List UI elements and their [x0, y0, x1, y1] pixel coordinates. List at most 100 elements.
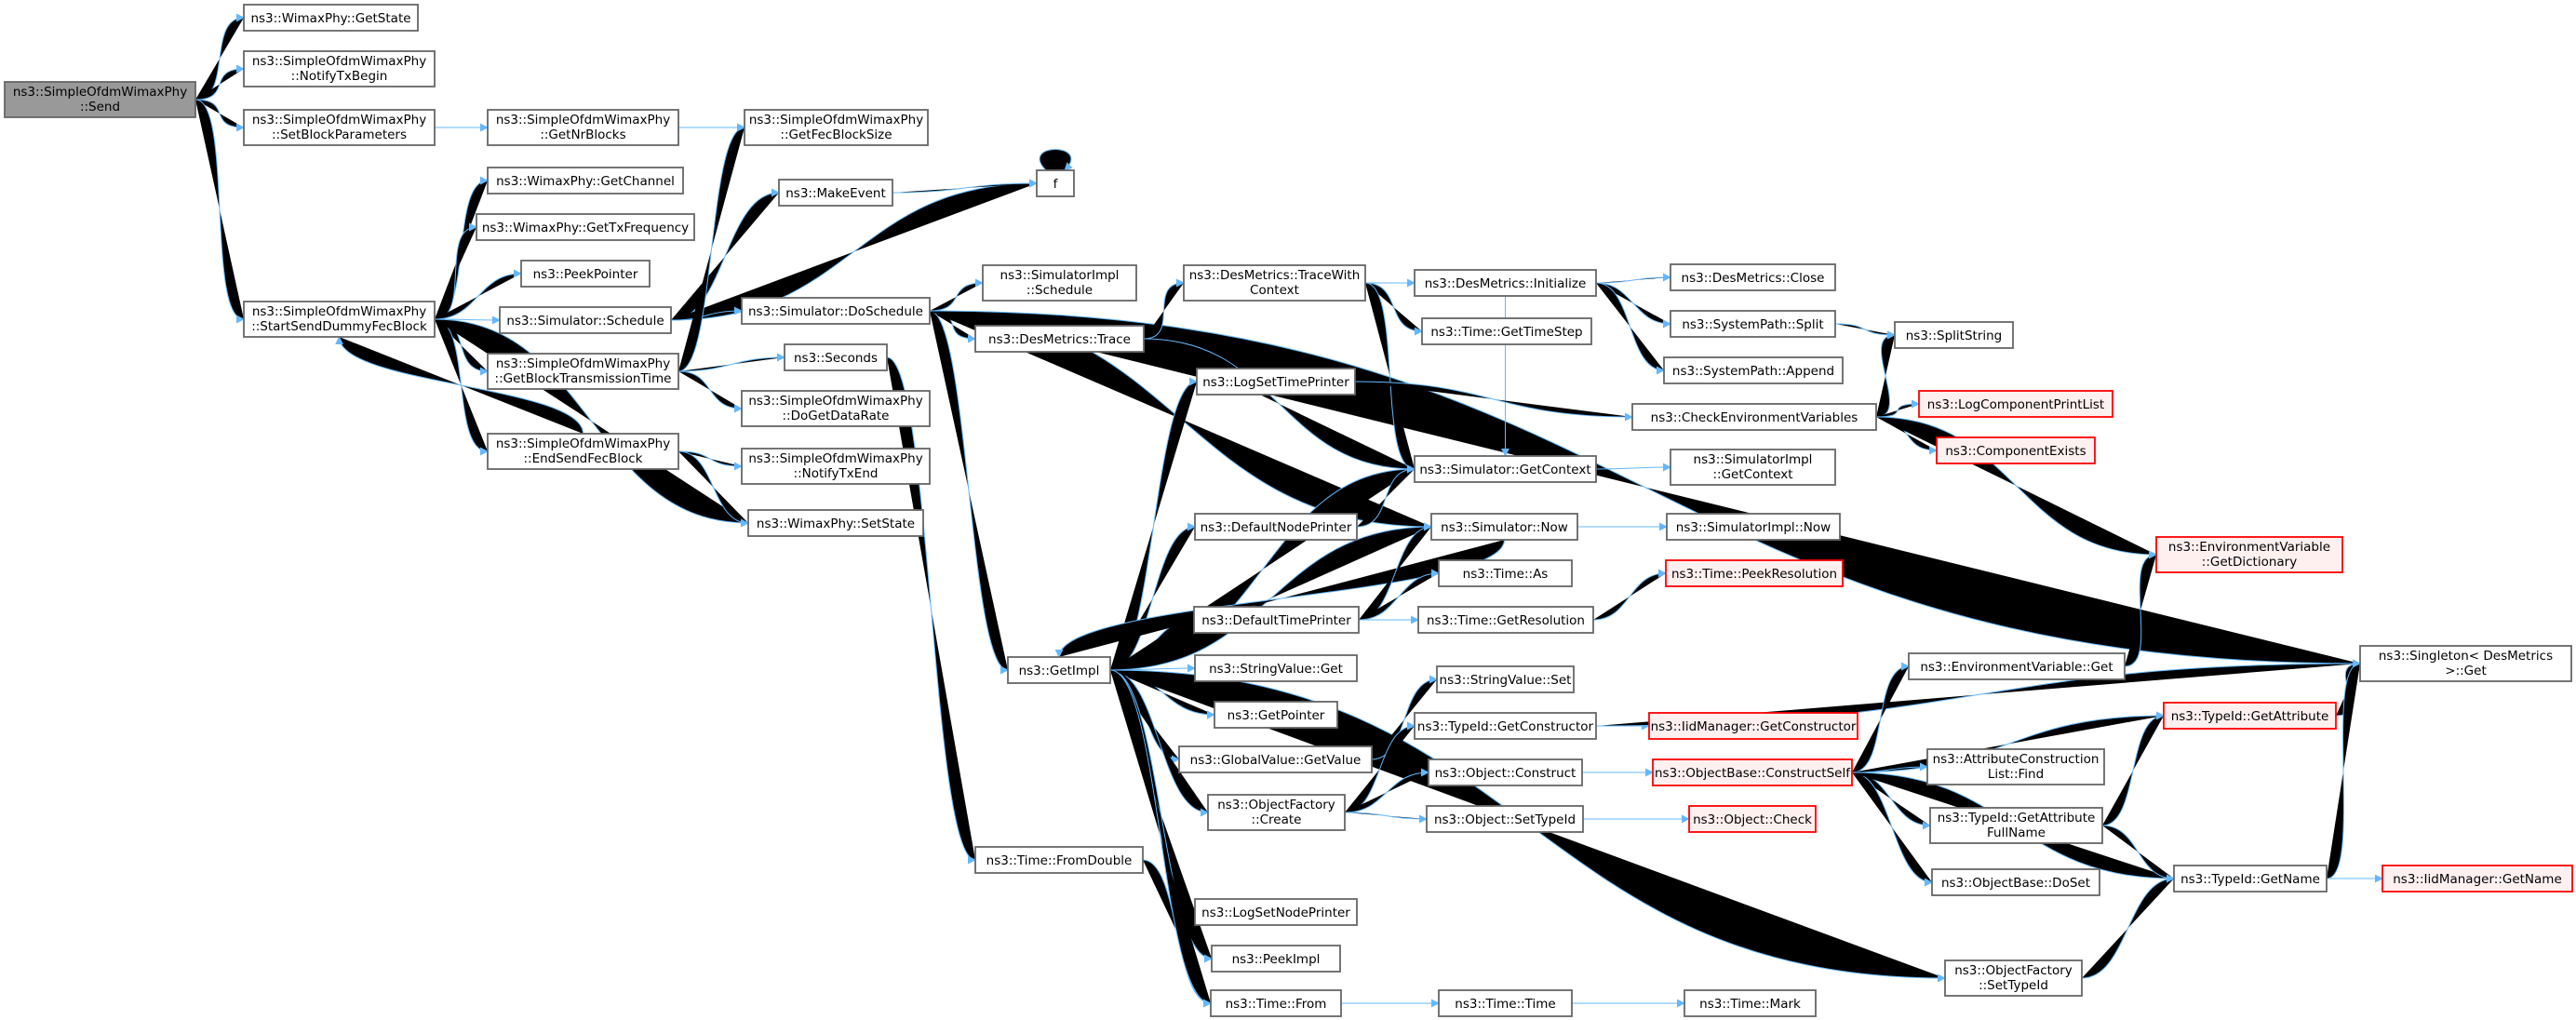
node-timeas[interactable]: ns3::Time::As: [1438, 559, 1573, 587]
node-objectfactorysettypeid[interactable]: ns3::ObjectFactory::SetTypeId: [1944, 960, 2083, 997]
node-label: ::DoGetDataRate: [782, 409, 889, 423]
node-box: [1430, 513, 1578, 541]
node-label: ::NotifyTxBegin: [291, 69, 388, 84]
node-logsetnodeprinter[interactable]: ns3::LogSetNodePrinter: [1194, 898, 1358, 926]
node-gettimestep[interactable]: ns3::Time::GetTimeStep: [1421, 317, 1592, 345]
edge-objbaseconstructself-to-envvarget: [1851, 662, 1910, 773]
node-simimplschedule[interactable]: ns3::SimulatorImpl::Schedule: [982, 264, 1137, 302]
node-label: ns3::LogSetNodePrinter: [1201, 906, 1350, 920]
node-box: [1417, 606, 1594, 634]
node-dogetdatarate[interactable]: ns3::SimpleOfdmWimaxPhy::DoGetDataRate: [741, 390, 931, 427]
node-typeidgetconstructor[interactable]: ns3::TypeId::GetConstructor: [1414, 712, 1597, 740]
node-label: ns3::SimpleOfdmWimaxPhy: [496, 356, 670, 371]
node-label: ns3::WimaxPhy::GetState: [250, 11, 410, 26]
node-label: ns3::ComponentExists: [1945, 444, 2086, 459]
node-peekimpl[interactable]: ns3::PeekImpl: [1211, 945, 1341, 973]
node-getnrblocks[interactable]: ns3::SimpleOfdmWimaxPhy::GetNrBlocks: [487, 109, 679, 146]
node-box: [2359, 645, 2572, 682]
node-timetime[interactable]: ns3::Time::Time: [1438, 989, 1573, 1017]
node-f[interactable]: f: [1036, 169, 1075, 197]
node-timepeekres[interactable]: ns3::Time::PeekResolution: [1665, 559, 1844, 587]
node-startsend[interactable]: ns3::SimpleOfdmWimaxPhy::StartSendDummyF…: [243, 301, 436, 338]
node-box: [1210, 989, 1342, 1017]
node-makeevent[interactable]: ns3::MakeEvent: [778, 179, 893, 207]
node-simschedule[interactable]: ns3::Simulator::Schedule: [499, 306, 672, 334]
node-timefromdouble[interactable]: ns3::Time::FromDouble: [974, 846, 1144, 874]
node-iidmgrgetconstructor[interactable]: ns3::IidManager::GetConstructor: [1648, 712, 1858, 740]
node-typeidgetname[interactable]: ns3::TypeId::GetName: [2173, 865, 2328, 892]
node-getfecblocksize[interactable]: ns3::SimpleOfdmWimaxPhy::GetFecBlockSize: [744, 109, 929, 146]
node-label: ns3::TypeId::GetName: [2180, 872, 2320, 887]
node-desinitialize[interactable]: ns3::DesMetrics::Initialize: [1414, 269, 1597, 297]
node-logsettimeprinter[interactable]: ns3::LogSetTimePrinter: [1196, 368, 1356, 396]
node-envgetdict[interactable]: ns3::EnvironmentVariable::GetDictionary: [2155, 536, 2343, 573]
node-wimaxsetstate[interactable]: ns3::WimaxPhy::SetState: [747, 509, 924, 537]
node-objectconstruct[interactable]: ns3::Object::Construct: [1428, 758, 1583, 786]
edge-simgetcontext-to-simimplgetcontext: [1595, 463, 1671, 472]
node-syspathsplit[interactable]: ns3::SystemPath::Split: [1670, 310, 1836, 338]
node-singletonget[interactable]: ns3::Singleton< DesMetrics >::Get: [2359, 645, 2572, 682]
node-checkenvvars[interactable]: ns3::CheckEnvironmentVariables: [1631, 403, 1877, 431]
node-box: [487, 109, 679, 146]
node-box: [1665, 559, 1844, 587]
node-objectfactorycreate[interactable]: ns3::ObjectFactory::Create: [1207, 794, 1346, 831]
edge-defaulttimeprinter-to-timeas: [1358, 569, 1440, 621]
node-gettxfreq[interactable]: ns3::WimaxPhy::GetTxFrequency: [476, 213, 695, 241]
node-label: ns3::StringValue::Set: [1440, 673, 1572, 688]
node-objbasedoset[interactable]: ns3::ObjectBase::DoSet: [1931, 868, 2100, 896]
node-getchannel[interactable]: ns3::WimaxPhy::GetChannel: [487, 167, 684, 195]
node-box: [1194, 654, 1358, 682]
node-simgetcontext[interactable]: ns3::Simulator::GetContext: [1414, 455, 1597, 483]
node-label: ns3::EnvironmentVariable: [2168, 540, 2330, 555]
node-label: ::NotifyTxEnd: [794, 466, 879, 481]
node-defaulttimeprinter[interactable]: ns3::DefaultTimePrinter: [1193, 606, 1360, 634]
node-timegetres[interactable]: ns3::Time::GetResolution: [1417, 606, 1594, 634]
edge-desinitialize-to-desclose: [1595, 273, 1671, 284]
node-seconds[interactable]: ns3::Seconds: [784, 343, 888, 371]
node-box: [1438, 559, 1573, 587]
node-simnow[interactable]: ns3::Simulator::Now: [1430, 513, 1578, 541]
node-notifytxend[interactable]: ns3::SimpleOfdmWimaxPhy::NotifyTxEnd: [741, 448, 931, 485]
node-endsend[interactable]: ns3::SimpleOfdmWimaxPhy::EndSendFecBlock: [487, 433, 679, 470]
node-desmetricstrace[interactable]: ns3::DesMetrics::Trace: [974, 325, 1145, 353]
node-doschedule[interactable]: ns3::Simulator::DoSchedule: [741, 297, 931, 325]
node-getstate[interactable]: ns3::WimaxPhy::GetState: [243, 4, 419, 32]
node-stringvalueset[interactable]: ns3::StringValue::Set: [1436, 665, 1575, 693]
node-getblocktxtime[interactable]: ns3::SimpleOfdmWimaxPhy::GetBlockTransmi…: [487, 353, 679, 390]
node-splitstring[interactable]: ns3::SplitString: [1894, 321, 2014, 349]
node-getpointer[interactable]: ns3::GetPointer: [1214, 701, 1338, 729]
node-desclose[interactable]: ns3::DesMetrics::Close: [1670, 263, 1836, 291]
node-envvarget[interactable]: ns3::EnvironmentVariable::Get: [1908, 652, 2126, 680]
node-stringvalueget[interactable]: ns3::StringValue::Get: [1194, 654, 1358, 682]
node-iidmgrgetname[interactable]: ns3::IidManager::GetName: [2381, 865, 2573, 892]
node-objectcheck[interactable]: ns3::Object::Check: [1688, 805, 1817, 833]
node-peekpointer[interactable]: ns3::PeekPointer: [520, 260, 651, 288]
node-notifytxbegin[interactable]: ns3::SimpleOfdmWimaxPhy::NotifyTxBegin: [243, 50, 436, 87]
node-label: ns3::WimaxPhy::GetTxFrequency: [482, 221, 689, 235]
node-logcompprintlist[interactable]: ns3::LogComponentPrintList: [1918, 390, 2113, 418]
edge-simnow-to-getimpl: [1054, 539, 1505, 658]
node-label: ::GetDictionary: [2202, 555, 2297, 570]
node-getimpl[interactable]: ns3::GetImpl: [1007, 656, 1111, 684]
node-simimplnow[interactable]: ns3::SimulatorImpl::Now: [1666, 513, 1841, 541]
node-simimplgetcontext[interactable]: ns3::SimulatorImpl::GetContext: [1670, 449, 1836, 486]
edge-simschedule-to-doschedule: [670, 306, 743, 321]
edge-syspathsplit-to-splitstring: [1834, 323, 1896, 340]
node-objbaseconstructself[interactable]: ns3::ObjectBase::ConstructSelf: [1652, 758, 1853, 786]
node-label: ::GetBlockTransmissionTime: [495, 371, 672, 386]
node-defaultnodeprinter[interactable]: ns3::DefaultNodePrinter: [1194, 513, 1358, 541]
node-objectsettypeid[interactable]: ns3::Object::SetTypeId: [1426, 805, 1584, 833]
node-timemark[interactable]: ns3::Time::Mark: [1684, 989, 1817, 1017]
node-componentexists[interactable]: ns3::ComponentExists: [1936, 436, 2096, 464]
edge-defaultnodeprinter-to-simgetcontext: [1356, 464, 1415, 528]
node-setblockparams[interactable]: ns3::SimpleOfdmWimaxPhy::SetBlockParamet…: [243, 109, 436, 146]
node-box: [1652, 758, 1853, 786]
node-syspathappend[interactable]: ns3::SystemPath::Append: [1663, 356, 1844, 384]
node-timefrom[interactable]: ns3::Time::From: [1210, 989, 1342, 1017]
node-globalvaluegetvalue[interactable]: ns3::GlobalValue::GetValue: [1178, 745, 1373, 773]
node-send[interactable]: ns3::SimpleOfdmWimaxPhy::Send: [4, 81, 196, 118]
node-typeidgetattribute[interactable]: ns3::TypeId::GetAttribute: [2163, 702, 2337, 730]
